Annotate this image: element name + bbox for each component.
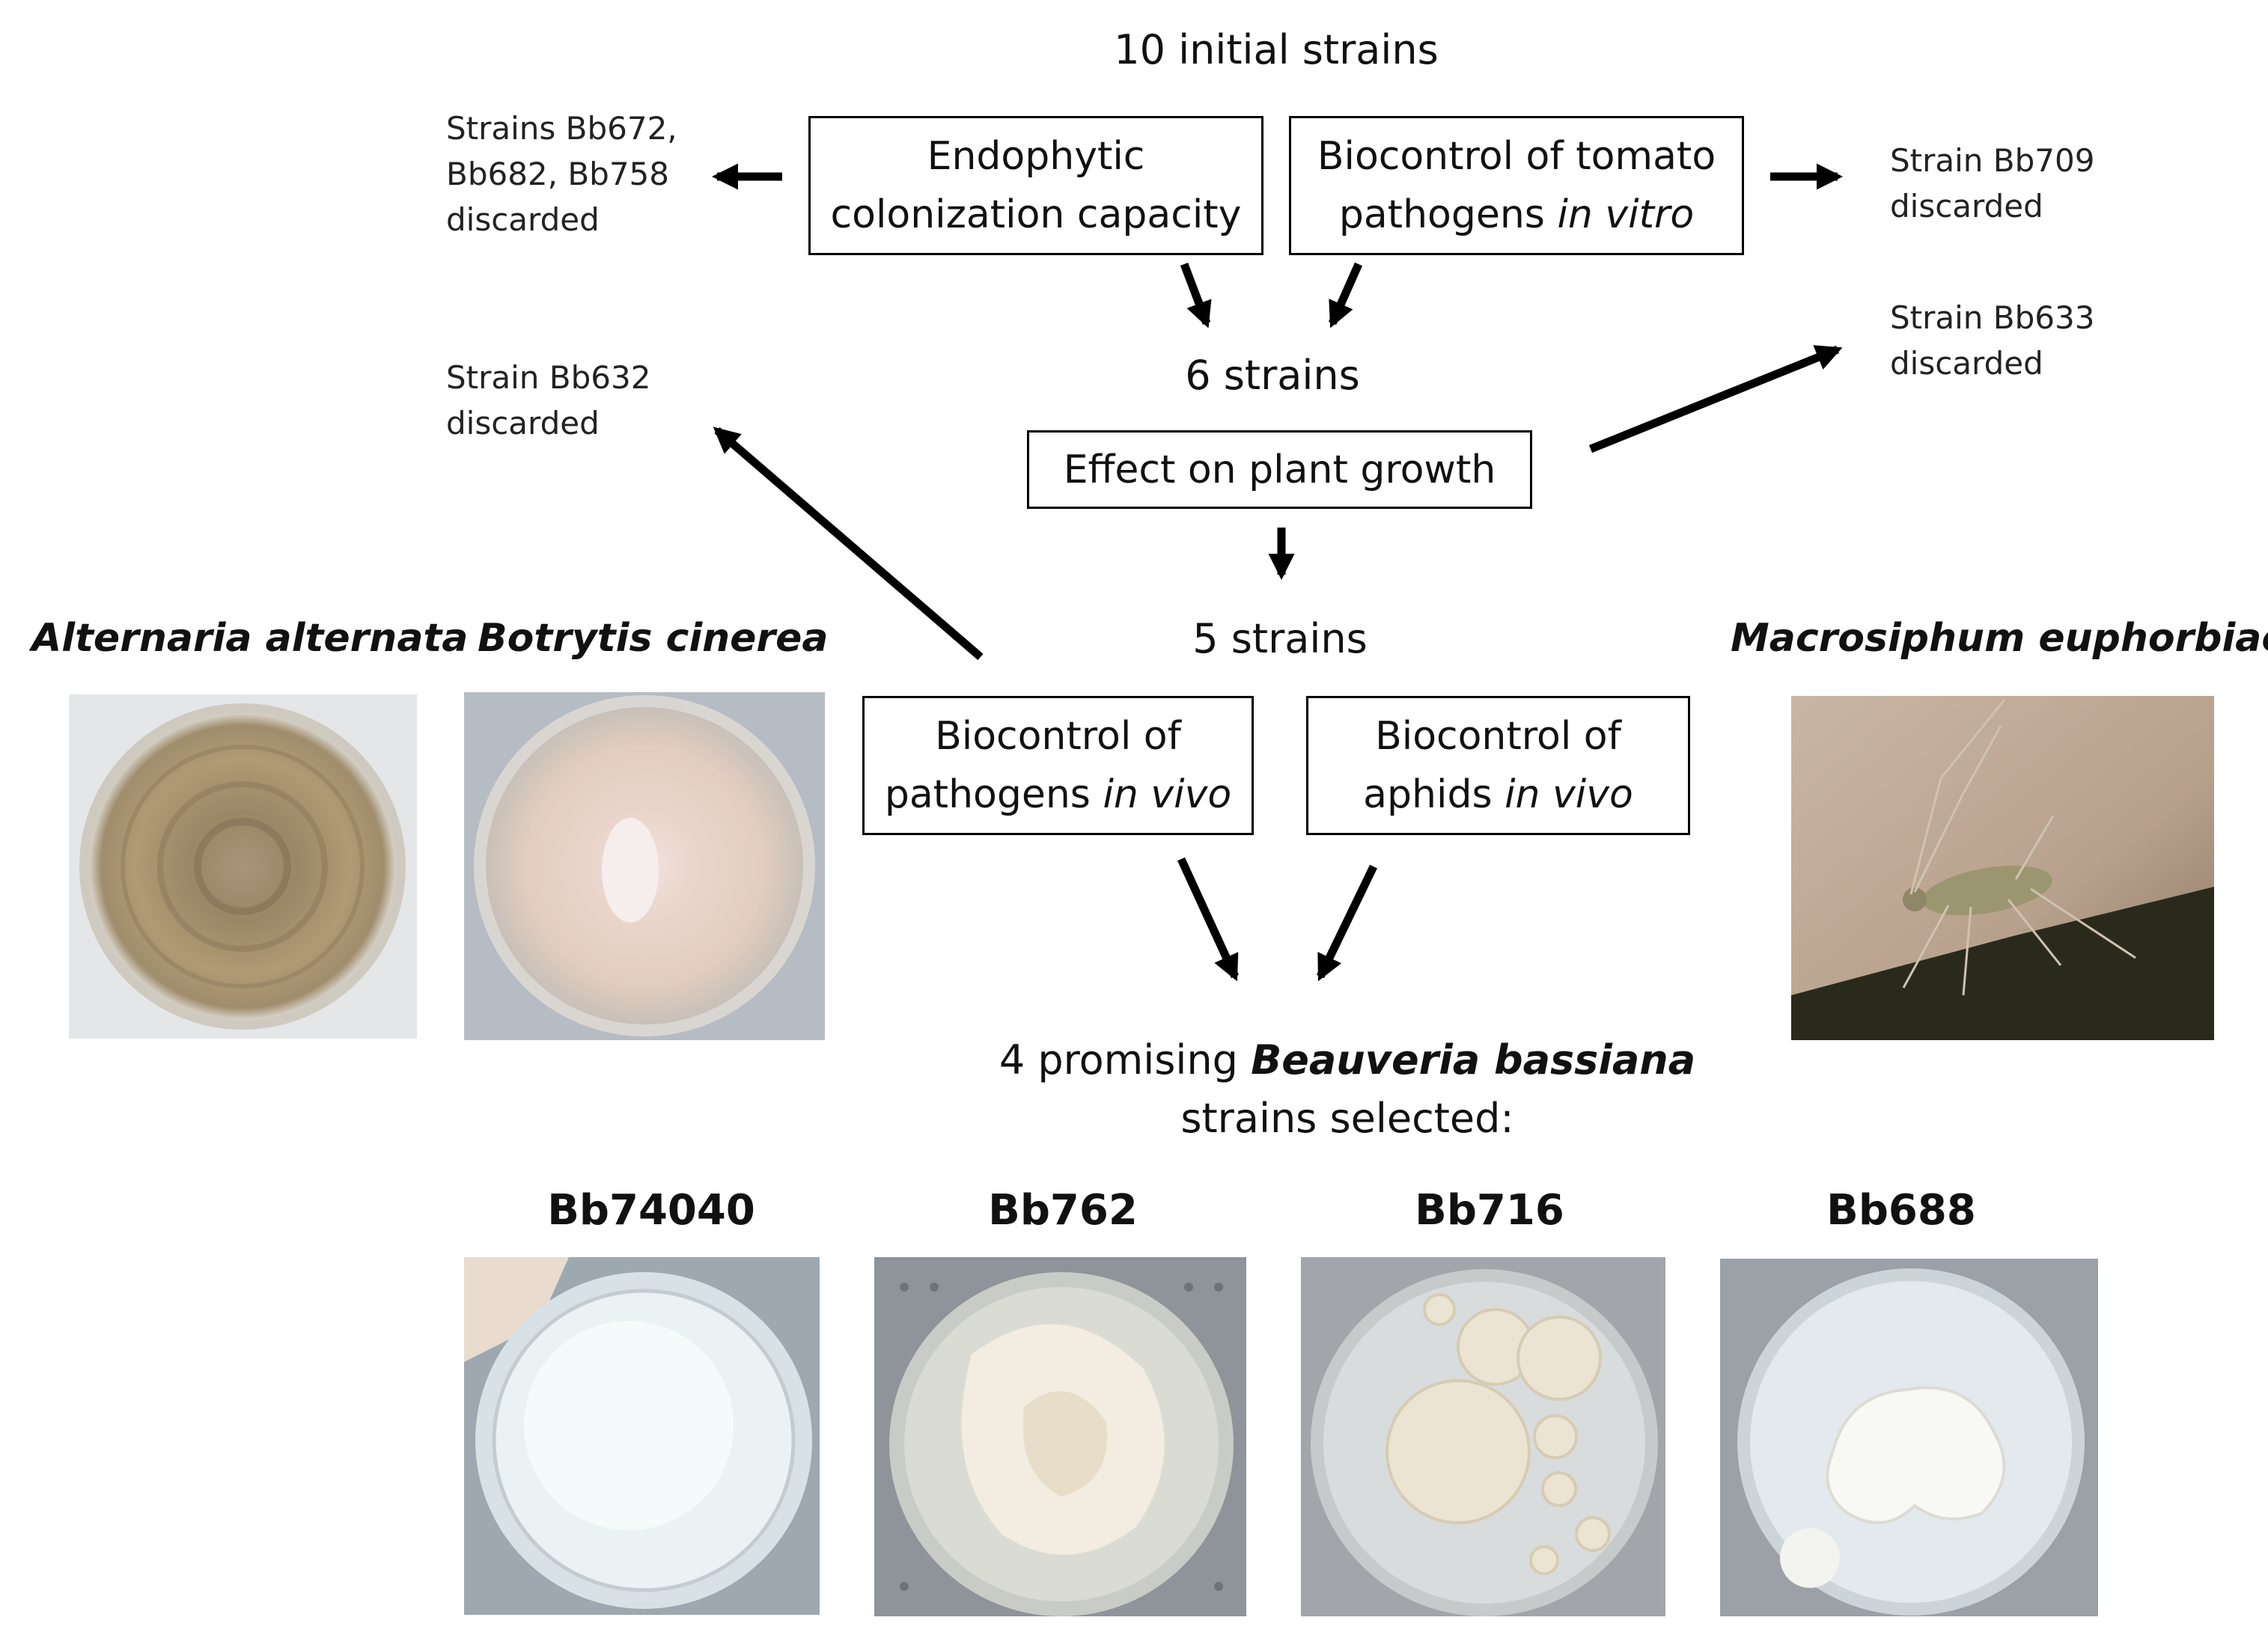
arrow-tomato-to-six xyxy=(1328,262,1363,329)
result-label: 4 promising Beauveria bassiana strains s… xyxy=(999,1036,1696,1143)
arrow-endophytic-to-six xyxy=(1180,263,1212,329)
photo-strain-bb688 xyxy=(1720,1259,2098,1616)
box-biocontrol-pathogens: Biocontrol of pathogens in vivo xyxy=(862,696,1254,835)
five-strains-label: 5 strains xyxy=(1192,615,1368,662)
discard-right-2: Strain Bb633 discarded xyxy=(1890,299,2095,382)
strain-label-1: Bb74040 xyxy=(547,1186,755,1235)
arrow-pathogens-to-result xyxy=(1177,857,1239,982)
species-label-alternaria: Alternaria alternata xyxy=(31,616,469,661)
discard-left-2: Strain Bb632 discarded xyxy=(446,359,651,441)
photo-strain-bb716 xyxy=(1301,1257,1665,1616)
photo-strain-bb762 xyxy=(874,1257,1246,1616)
photo-alternaria-plate xyxy=(69,694,417,1039)
box-biocontrol-aphids: Biocontrol of aphids in vivo xyxy=(1306,696,1690,835)
strain-label-2: Bb762 xyxy=(988,1186,1138,1235)
discard-right-1: Strain Bb709 discarded xyxy=(1890,142,2095,224)
photo-botrytis-plate xyxy=(464,692,825,1040)
photo-strain-bb74040 xyxy=(464,1257,820,1615)
strain-label-3: Bb716 xyxy=(1415,1186,1564,1235)
six-strains-label: 6 strains xyxy=(1185,352,1360,399)
photo-macrosiphum-aphid xyxy=(1791,696,2214,1040)
box-effect-plant-growth: Effect on plant growth xyxy=(1027,430,1532,509)
arrow-growth-to-discard-right xyxy=(1588,345,1843,453)
initial-strains-label: 10 initial strains xyxy=(1114,26,1439,73)
species-label-macrosiphum: Macrosiphum euphorbiae xyxy=(1731,616,2268,661)
box-endophytic-colonization: Endophytic colonization capacity xyxy=(808,116,1263,255)
discard-left-1: Strains Bb672, Bb682, Bb758 discarded xyxy=(446,110,677,238)
box-biocontrol-tomato: Biocontrol of tomato pathogens in vitro xyxy=(1289,116,1744,255)
species-label-botrytis: Botrytis cinerea xyxy=(478,616,829,661)
arrow-aphids-to-result xyxy=(1317,864,1377,982)
strain-label-4: Bb688 xyxy=(1826,1186,1976,1235)
